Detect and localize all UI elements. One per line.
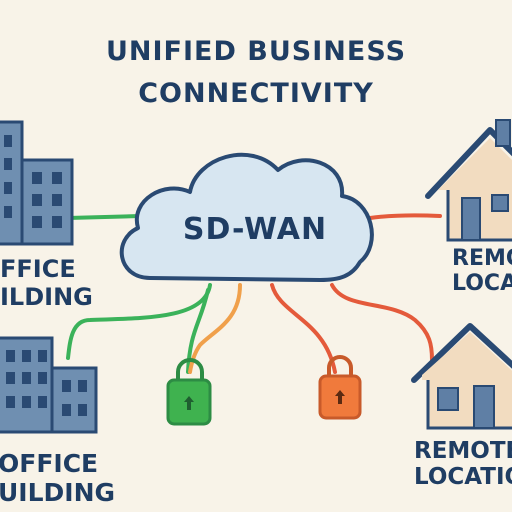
- remote-top-label-line2: LOCA: [452, 271, 512, 297]
- office-building-icon: [0, 120, 74, 246]
- title-line1: UNIFIED BUSINESS: [105, 36, 407, 67]
- title-line2: CONNECTIVITY: [138, 78, 374, 109]
- office-top-label-line1: FFICE: [0, 255, 76, 283]
- remote-top-label-line1: REMO: [452, 246, 512, 271]
- link-remote-bottom: [330, 283, 434, 362]
- office-bottom-label-line2: UILDING: [0, 477, 116, 507]
- link-lock-orange-right: [270, 283, 337, 374]
- office-top-label: FFICE ILDING: [0, 255, 93, 311]
- link-office-bottom: [66, 283, 212, 360]
- remote-bottom-label: REMOTE LOCATIO: [414, 438, 512, 491]
- office-bottom-label-line1: OFFICE: [0, 449, 99, 478]
- remote-top-label: REMO LOCA: [452, 246, 512, 297]
- padlock-icon: [166, 358, 212, 426]
- office-bottom-label: OFFICE UILDING: [0, 449, 116, 508]
- house-icon: [425, 119, 512, 242]
- sdwan-label: SD-WAN: [182, 212, 328, 247]
- office-top-label-line2: ILDING: [0, 282, 93, 311]
- office-building-icon: [0, 336, 98, 434]
- link-remote-top: [368, 213, 442, 220]
- link-office-top: [66, 214, 142, 220]
- remote-bottom-label-line1: REMOTE: [414, 438, 512, 464]
- padlock-icon: [318, 355, 362, 420]
- house-icon: [411, 323, 512, 430]
- cloud-icon: [119, 152, 374, 282]
- remote-bottom-label-line2: LOCATIO: [414, 464, 512, 491]
